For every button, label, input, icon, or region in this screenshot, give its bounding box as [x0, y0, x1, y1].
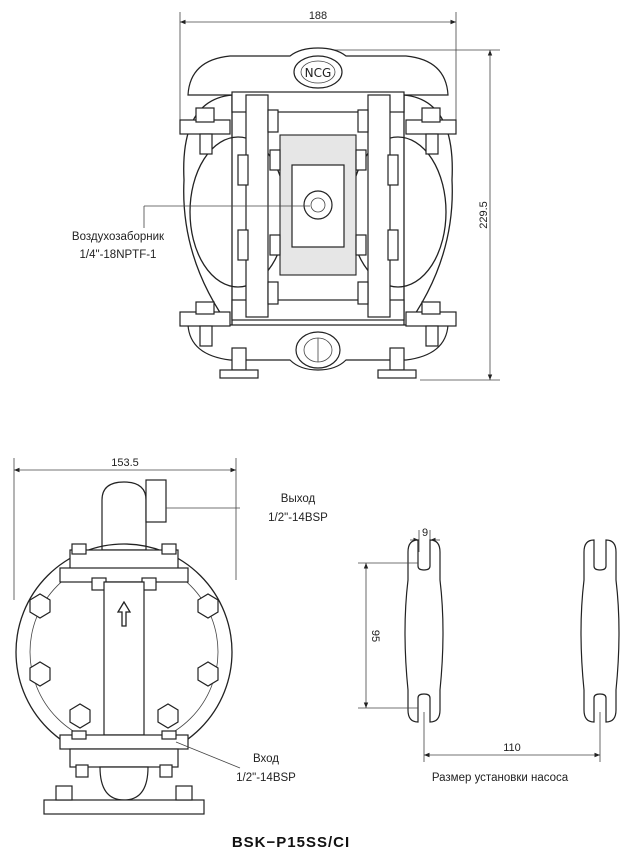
side-view: 153.5 Выход 1/2"-14BSP: [13, 457, 328, 815]
outlet-label: Выход: [281, 493, 316, 505]
model-title: BSK−P15SS/CI: [232, 834, 350, 851]
mount-caption: Размер установки насоса: [432, 772, 569, 784]
logo-mark: NCG: [305, 66, 332, 80]
front-view: 188 229.5 NCG: [72, 10, 500, 381]
mounting-view: 9 95 110 Размер установки насоса: [358, 527, 620, 784]
top-height-dim: 229.5: [478, 201, 490, 229]
slot-width-dim: 9: [422, 527, 428, 539]
mount-height-dim: 95: [369, 630, 381, 642]
outlet-thread-label: 1/2"-14BSP: [268, 512, 328, 524]
air-inlet-thread-label: 1/4"-18NPTF-1: [80, 249, 157, 261]
inlet-thread-label: 1/2"-14BSP: [236, 772, 296, 784]
inlet-label: Вход: [253, 753, 279, 765]
air-inlet-label: Воздухозаборник: [72, 231, 165, 243]
side-width-dim: 153.5: [111, 457, 139, 469]
mount-spacing-dim: 110: [503, 742, 521, 754]
top-width-dim: 188: [309, 10, 327, 22]
